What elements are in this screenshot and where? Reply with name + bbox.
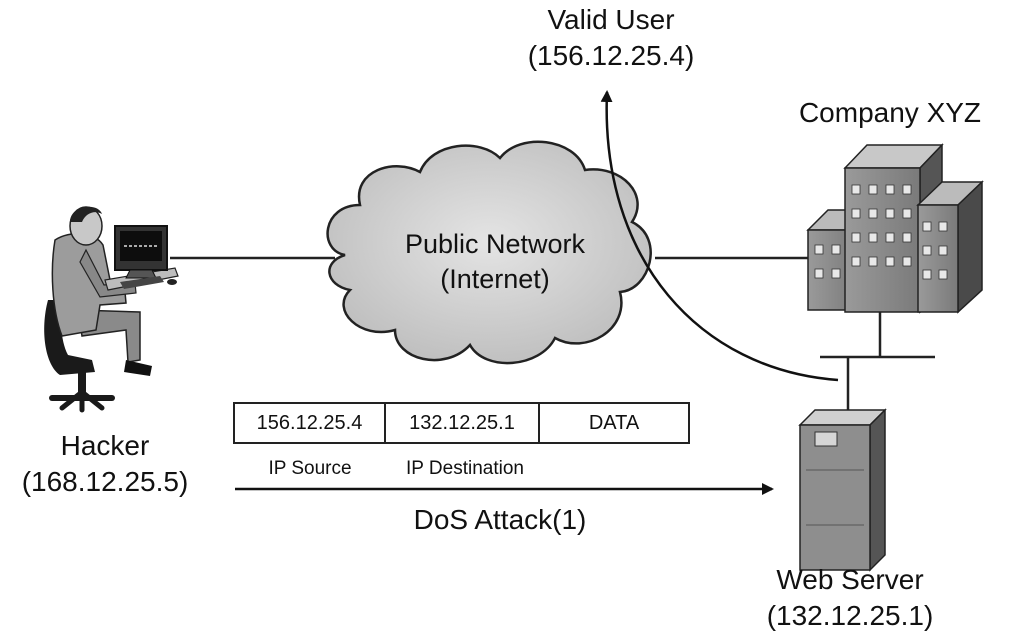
packet-dest-ip: 132.12.25.1 (384, 402, 540, 444)
building-window (868, 232, 878, 243)
building-window (885, 256, 895, 267)
building-window (831, 244, 841, 255)
web-server-ip: (132.12.25.1) (766, 600, 934, 631)
building-window (922, 245, 932, 256)
office-building-icon (806, 143, 984, 314)
network-name: Public Network (404, 229, 586, 259)
building-window (902, 184, 912, 195)
building-window (902, 256, 912, 267)
building-window (922, 221, 932, 232)
building-window (885, 232, 895, 243)
web-server-name: Web Server (776, 564, 924, 595)
dos-attack-label: DoS Attack(1) (413, 504, 587, 535)
packet-data: DATA (538, 402, 690, 444)
building-window (885, 184, 895, 195)
building-window (831, 268, 841, 279)
building-window (868, 184, 878, 195)
server-tower-icon (798, 408, 887, 572)
building-window (902, 208, 912, 219)
building-window (938, 245, 948, 256)
building-window (885, 208, 895, 219)
building-window (851, 184, 861, 195)
packet-source-ip: 156.12.25.4 (233, 402, 386, 444)
building-window (814, 244, 824, 255)
building-window (922, 269, 932, 280)
building-window (851, 232, 861, 243)
building-window (938, 221, 948, 232)
building-window (851, 256, 861, 267)
cloud-icon (326, 140, 652, 365)
valid-user-ip: (156.12.25.4) (527, 40, 695, 71)
building-window (902, 232, 912, 243)
valid-user-name: Valid User (547, 4, 675, 35)
network-subtitle: (Internet) (440, 264, 550, 294)
company-name: Company XYZ (798, 97, 982, 128)
building-window (868, 208, 878, 219)
hacker-name: Hacker (60, 430, 150, 461)
ip-source-label: IP Source (268, 458, 352, 479)
spoofed-reply-arrow (600, 90, 839, 382)
building-window (814, 268, 824, 279)
building-window (938, 269, 948, 280)
building-window (868, 256, 878, 267)
ip-destination-label: IP Destination (406, 458, 524, 479)
hacker-workstation-icon (44, 206, 179, 413)
hacker-ip: (168.12.25.5) (21, 466, 189, 497)
building-window (851, 208, 861, 219)
